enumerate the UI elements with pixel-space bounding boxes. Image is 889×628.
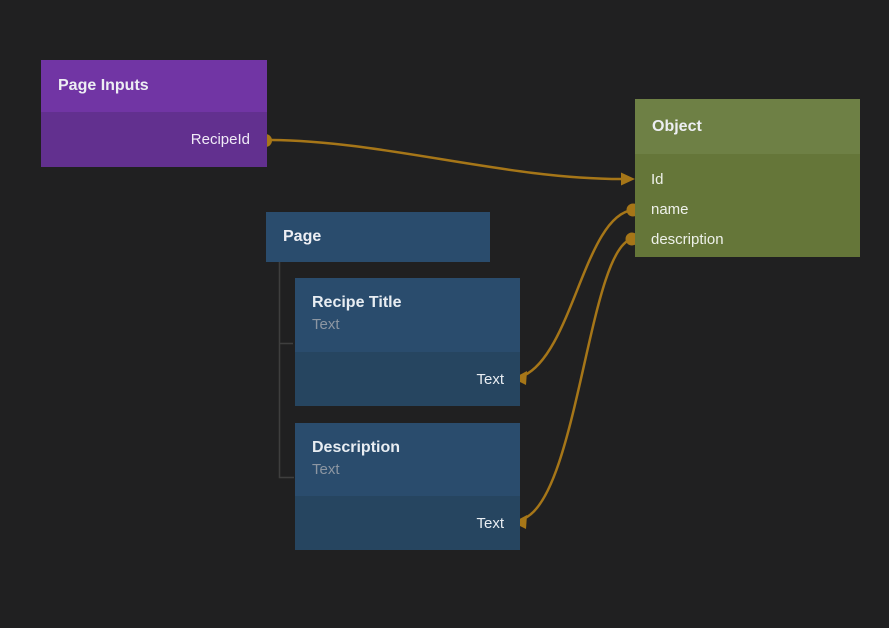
node-page-inputs-title: Page Inputs — [58, 77, 149, 94]
node-recipe-title-input-row[interactable]: Text — [295, 352, 520, 406]
node-recipe-title-title: Recipe Title — [312, 294, 402, 311]
field-id-label: Id — [651, 170, 664, 188]
node-recipe-title-header: Recipe Title Text — [295, 278, 520, 352]
field-description[interactable]: description — [635, 224, 860, 254]
node-object-header: Object — [635, 99, 860, 154]
arrowhead-into-recipe-title-text — [513, 371, 527, 385]
field-name[interactable]: name — [635, 194, 860, 224]
node-description[interactable]: Description Text Text — [295, 423, 520, 550]
node-recipe-title-type: Text — [312, 316, 340, 333]
node-recipe-title[interactable]: Recipe Title Text Text — [295, 278, 520, 406]
page-children-tree-line — [278, 262, 294, 479]
wire-description-to-description[interactable] — [523, 237, 633, 520]
field-name-label: name — [651, 200, 689, 218]
node-object[interactable]: Object Id name description — [635, 99, 860, 257]
field-description-label: description — [651, 230, 724, 248]
node-object-body: Id name description — [635, 154, 860, 257]
node-description-input-row[interactable]: Text — [295, 496, 520, 550]
node-page-title: Page — [283, 228, 322, 245]
node-page[interactable]: Page — [266, 212, 490, 262]
wire-recipeid-to-id[interactable] — [270, 138, 623, 181]
node-description-header: Description Text — [295, 423, 520, 496]
field-id[interactable]: Id — [635, 164, 860, 194]
recipe-title-text-input-label: Text — [476, 370, 504, 388]
node-page-inputs-body: RecipeId — [41, 112, 267, 167]
node-description-title: Description — [312, 439, 401, 456]
wire-name-to-recipe-title[interactable] — [523, 208, 634, 377]
node-object-title: Object — [652, 117, 702, 135]
node-description-type: Text — [312, 461, 340, 478]
node-page-inputs[interactable]: Page Inputs RecipeId — [41, 60, 267, 167]
description-text-input-label: Text — [476, 514, 504, 532]
arrowhead-into-description-text — [513, 515, 527, 529]
field-recipeid-label: RecipeId — [190, 131, 250, 148]
node-page-inputs-header: Page Inputs — [41, 60, 267, 112]
arrowhead-into-id — [621, 172, 635, 186]
